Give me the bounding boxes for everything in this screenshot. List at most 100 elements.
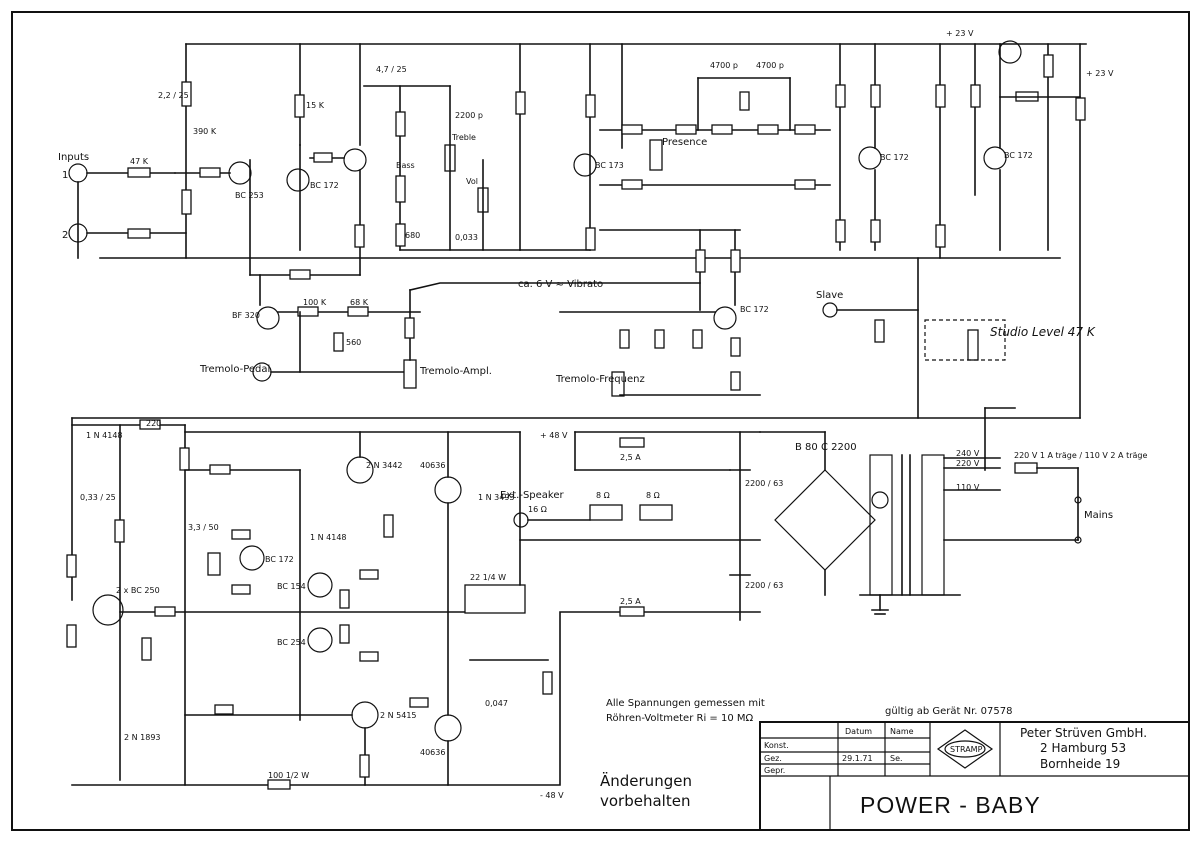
ext-speaker-jack bbox=[513, 512, 529, 528]
label-r100k: 100 K bbox=[303, 298, 327, 307]
tb-address: Bornheide 19 bbox=[1040, 757, 1120, 771]
label-rectifier: B 80 C 2200 bbox=[795, 442, 857, 453]
transistor-bc173 bbox=[573, 153, 597, 177]
transistor-bc254 bbox=[307, 627, 333, 653]
label-r47k: 47 K bbox=[130, 157, 149, 166]
power-supply bbox=[759, 407, 1082, 615]
preamp-section bbox=[68, 40, 1087, 419]
label-vibrato: ca. 6 V ≈ Vibrato bbox=[518, 279, 603, 290]
notes: Alle Spannungen gemessen mit Röhren-Volt… bbox=[600, 698, 1012, 810]
label-c4700p-b: 4700 p bbox=[756, 61, 784, 70]
label-c4-7-25: 4,7 / 25 bbox=[376, 65, 407, 74]
label-mains-220: 220 V bbox=[956, 459, 980, 468]
tb-row-gepr: Gepr. bbox=[764, 766, 785, 775]
label-v23: + 23 V bbox=[946, 29, 974, 38]
slave-output bbox=[822, 257, 1006, 419]
label-presence: Presence bbox=[662, 137, 707, 148]
label-fuse-note: 220 V 1 A träge / 110 V 2 A träge bbox=[1014, 451, 1147, 460]
label-c4700p-a: 4700 p bbox=[710, 61, 738, 70]
logo-text: STRAMP bbox=[950, 745, 983, 754]
label-16ohm: 16 Ω bbox=[528, 505, 547, 514]
label-bass: Bass bbox=[396, 161, 415, 170]
component-labels: Inputs 1 2 47 K 2,2 / 25 390 K BC 253 BC… bbox=[58, 29, 1147, 800]
title-block: Datum Name Konst. Gez. Gepr. 29.1.71 Se.… bbox=[759, 721, 1190, 831]
label-bc254: BC 254 bbox=[277, 638, 306, 647]
label-2n1893: 2 N 1893 bbox=[124, 733, 161, 742]
label-2x-bc250: 2 x BC 250 bbox=[116, 586, 160, 595]
label-fuse-a: 2,5 A bbox=[620, 453, 641, 462]
label-slave: Slave bbox=[816, 290, 843, 301]
label-2n5415: 2 N 5415 bbox=[380, 711, 417, 720]
label-mains-110: 110 V bbox=[956, 483, 980, 492]
label-r22-1w: 22 1/4 W bbox=[470, 573, 506, 582]
label-input-2: 2 bbox=[62, 230, 68, 241]
note-valid-from: gültig ab Gerät Nr. 07578 bbox=[885, 706, 1012, 717]
transistor-bc172-4 bbox=[983, 146, 1007, 170]
transistor-40636-2 bbox=[434, 714, 462, 742]
label-bc172-d: BC 172 bbox=[740, 305, 769, 314]
label-bf320: BF 320 bbox=[232, 311, 260, 320]
label-vol: Vol bbox=[466, 177, 478, 186]
label-bc172-b: BC 172 bbox=[880, 153, 909, 162]
transistor-bf320 bbox=[256, 306, 280, 330]
mains-terminal-1 bbox=[1074, 496, 1082, 504]
tb-street-city: 2 Hamburg 53 bbox=[1040, 741, 1126, 755]
label-c22-25: 2,2 / 25 bbox=[158, 91, 189, 100]
label-tremolo-freq: Tremolo-Frequenz bbox=[555, 374, 645, 385]
slave-jack bbox=[822, 302, 838, 318]
transistor-bc172-3 bbox=[858, 146, 882, 170]
label-mains-240: 240 V bbox=[956, 449, 980, 458]
label-bc154: BC 154 bbox=[277, 582, 306, 591]
label-r680: 680 bbox=[405, 231, 420, 240]
tb-row-gez: Gez. bbox=[764, 754, 782, 763]
stramp-logo: STRAMP bbox=[936, 729, 994, 769]
label-8ohm-b: 8 Ω bbox=[646, 491, 660, 500]
label-vneg48: - 48 V bbox=[540, 791, 564, 800]
label-c0047: 0,047 bbox=[485, 699, 508, 708]
label-ext-speaker: Ext.-Speaker bbox=[500, 490, 565, 501]
note-measure-2: Röhren-Voltmeter Ri = 10 MΩ bbox=[606, 713, 753, 724]
transistor-bc172-6 bbox=[239, 545, 265, 571]
input-jack-1 bbox=[68, 163, 88, 183]
tb-col-name: Name bbox=[890, 727, 914, 736]
label-c2200-a: 2200 / 63 bbox=[745, 479, 783, 488]
label-c33-50: 3,3 / 50 bbox=[188, 523, 219, 532]
transistor-2n5415 bbox=[351, 701, 379, 729]
label-treble: Treble bbox=[451, 133, 476, 142]
label-input-1: 1 bbox=[62, 170, 68, 181]
label-v48: + 48 V bbox=[540, 431, 568, 440]
note-changes-2: vorbehalten bbox=[600, 792, 690, 810]
label-2n3442: 2 N 3442 bbox=[366, 461, 403, 470]
label-1n4148-b: 1 N 4148 bbox=[310, 533, 347, 542]
transistor-bc253 bbox=[228, 161, 252, 185]
tb-gez-datum: 29.1.71 bbox=[842, 754, 873, 763]
label-bc173: BC 173 bbox=[595, 161, 624, 170]
tb-gez-name: Se. bbox=[890, 754, 903, 763]
label-r390k: 390 K bbox=[193, 127, 217, 136]
label-40636-a: 40636 bbox=[420, 461, 445, 470]
tb-title: POWER - BABY bbox=[860, 792, 1041, 818]
label-8ohm-a: 8 Ω bbox=[596, 491, 610, 500]
tb-row-konst: Konst. bbox=[764, 741, 789, 750]
note-changes-1: Änderungen bbox=[600, 771, 692, 790]
label-c033: 0,33 / 25 bbox=[80, 493, 116, 502]
label-r560: 560 bbox=[346, 338, 361, 347]
label-fuse-b: 2,5 A bbox=[620, 597, 641, 606]
label-r100-1w: 100 1/2 W bbox=[268, 771, 309, 780]
tb-col-datum: Datum bbox=[845, 727, 872, 736]
label-inputs: Inputs bbox=[58, 152, 89, 163]
label-c2200-b: 2200 / 63 bbox=[745, 581, 783, 590]
transistor-bc172-2 bbox=[343, 148, 367, 172]
label-tremolo-pedal: Tremolo-Pedal bbox=[199, 364, 270, 375]
label-r15k: 15 K bbox=[306, 101, 325, 110]
pilot-lamp bbox=[871, 491, 889, 509]
transistor-bc172-1 bbox=[286, 168, 310, 192]
label-studio-level: Studio Level 47 K bbox=[990, 325, 1096, 339]
regulator-transistor bbox=[998, 40, 1022, 64]
label-tremolo-ampl: Tremolo-Ampl. bbox=[419, 366, 492, 377]
label-c0033: 0,033 bbox=[455, 233, 478, 242]
label-v23b: + 23 V bbox=[1086, 69, 1114, 78]
tremolo-section bbox=[252, 229, 761, 397]
bridge-rectifier bbox=[774, 469, 876, 571]
